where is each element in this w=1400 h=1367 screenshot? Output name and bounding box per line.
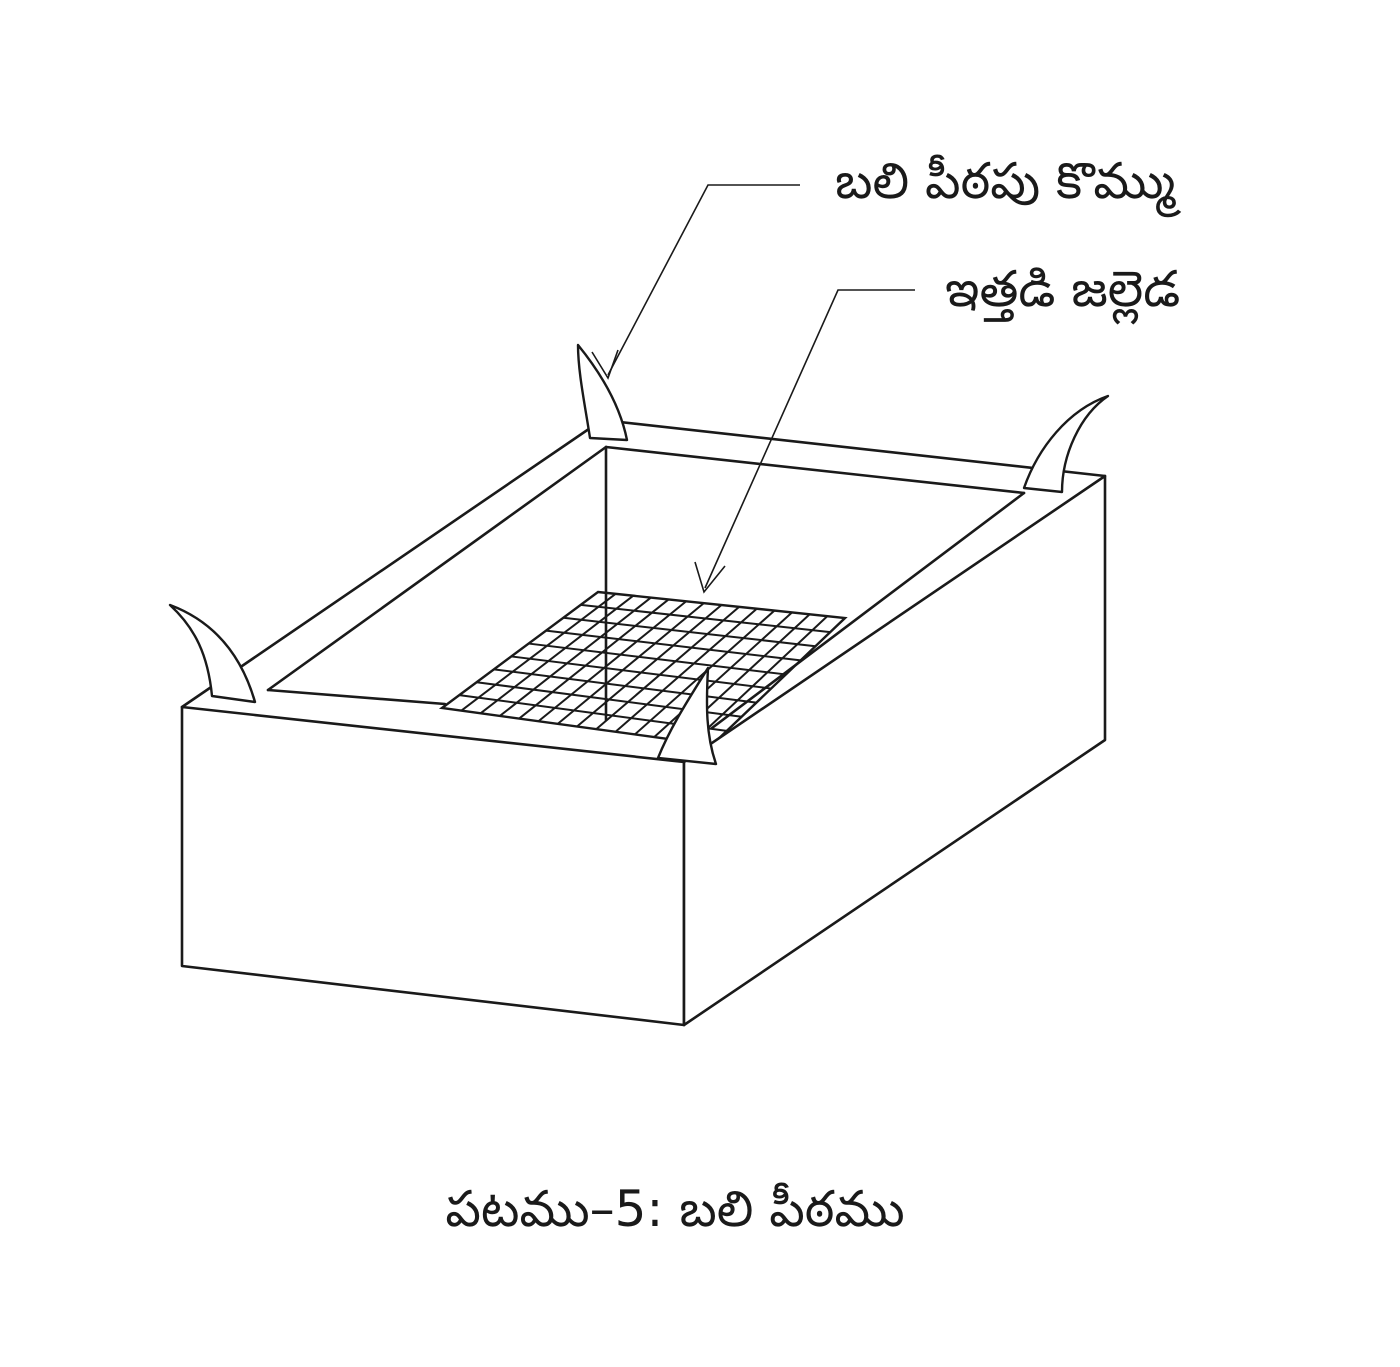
horn-front-icon <box>656 666 718 766</box>
brass-grate <box>438 590 848 747</box>
leader-arrows <box>591 184 915 594</box>
altar-horns <box>168 343 1110 766</box>
altar-rim <box>180 418 1107 709</box>
figure-caption: పటము–5: బలి పీఠము <box>445 1180 905 1238</box>
grate-label: ఇత్తడి జల్లెడ <box>945 260 1181 318</box>
horn-back-icon <box>576 343 629 442</box>
horn-left-icon <box>168 603 257 704</box>
altar-body <box>180 474 1107 1027</box>
horn-label: బలి పీఠపు కొమ్ము <box>835 152 1176 210</box>
altar-inner <box>266 445 1026 730</box>
horn-right-icon <box>1022 394 1110 494</box>
